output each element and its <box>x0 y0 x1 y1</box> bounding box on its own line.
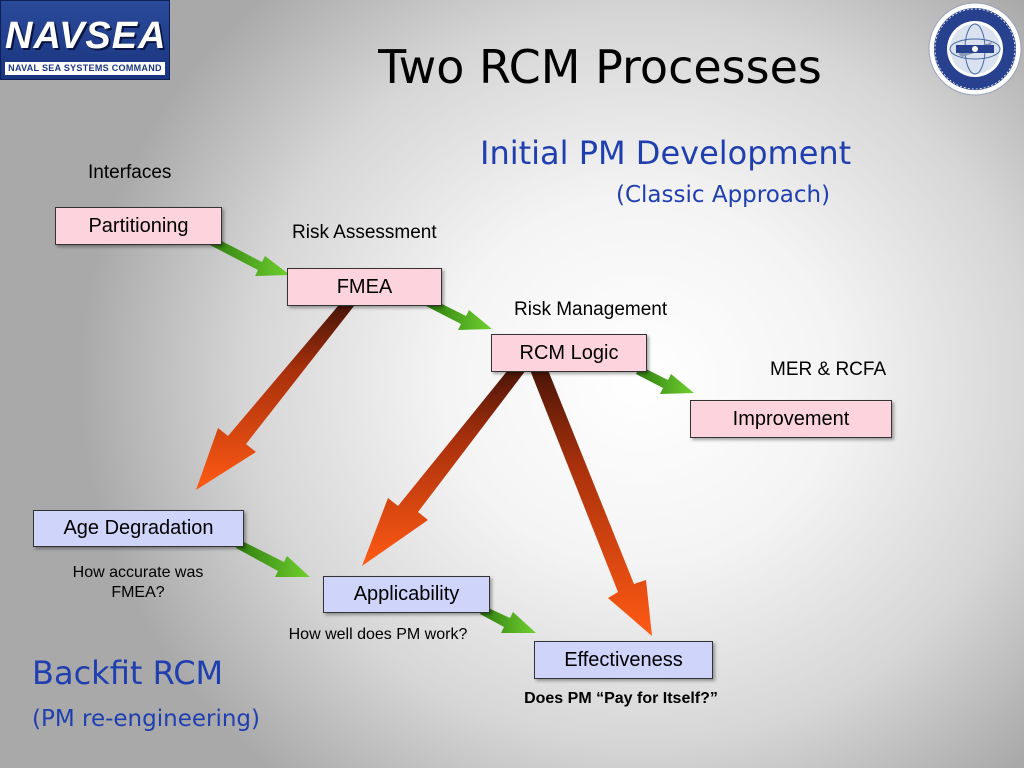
age-degradation-box: Age Degradation <box>33 510 244 547</box>
interfaces-label: Interfaces <box>88 162 172 183</box>
fmea-box: FMEA <box>287 268 442 306</box>
arrow-partitioning-to-fmea <box>208 236 290 276</box>
pm-reengineering-subheading: (PM re-engineering) <box>32 706 260 732</box>
arrow-rcm-logic-to-applicability <box>362 370 526 566</box>
pay-for-itself-question: Does PM “Pay for Itself?” <box>524 690 718 707</box>
effectiveness-box: Effectiveness <box>534 641 713 679</box>
arrow-fmea-to-age-degradation <box>196 306 354 490</box>
arrow-rcm-logic-to-improvement <box>636 366 694 394</box>
mer-rcfa-label: MER & RCFA <box>770 359 887 380</box>
arrow-rcm-logic-to-effectiveness <box>530 370 652 636</box>
backfit-rcm-heading: Backfit RCM <box>32 654 224 692</box>
page-title: Two RCM Processes <box>378 40 822 94</box>
navsea-logo-word: NAVSEA <box>5 15 167 57</box>
initial-pm-heading: Initial PM Development <box>480 134 852 172</box>
rcm-logic-box: RCM Logic <box>491 334 647 372</box>
navsea-seal-icon <box>928 2 1022 96</box>
arrow-age-to-applicability <box>236 540 310 577</box>
classic-approach-subheading: (Classic Approach) <box>616 182 831 208</box>
improvement-box: Improvement <box>690 400 892 438</box>
risk-assessment-label: Risk Assessment <box>292 222 437 243</box>
applicability-box: Applicability <box>323 576 490 613</box>
partitioning-box: Partitioning <box>55 207 222 245</box>
pm-work-question: How well does PM work? <box>288 626 468 643</box>
arrow-fmea-to-rcm-logic <box>426 298 492 330</box>
arrow-applicability-to-effectiveness <box>480 606 536 633</box>
risk-management-label: Risk Management <box>514 299 668 320</box>
fmea-accuracy-question: How accurate was FMEA? <box>72 564 204 601</box>
navsea-logo-subtitle: NAVAL SEA SYSTEMS COMMAND <box>5 62 165 75</box>
navsea-logo: NAVSEA NAVAL SEA SYSTEMS COMMAND <box>0 0 170 80</box>
